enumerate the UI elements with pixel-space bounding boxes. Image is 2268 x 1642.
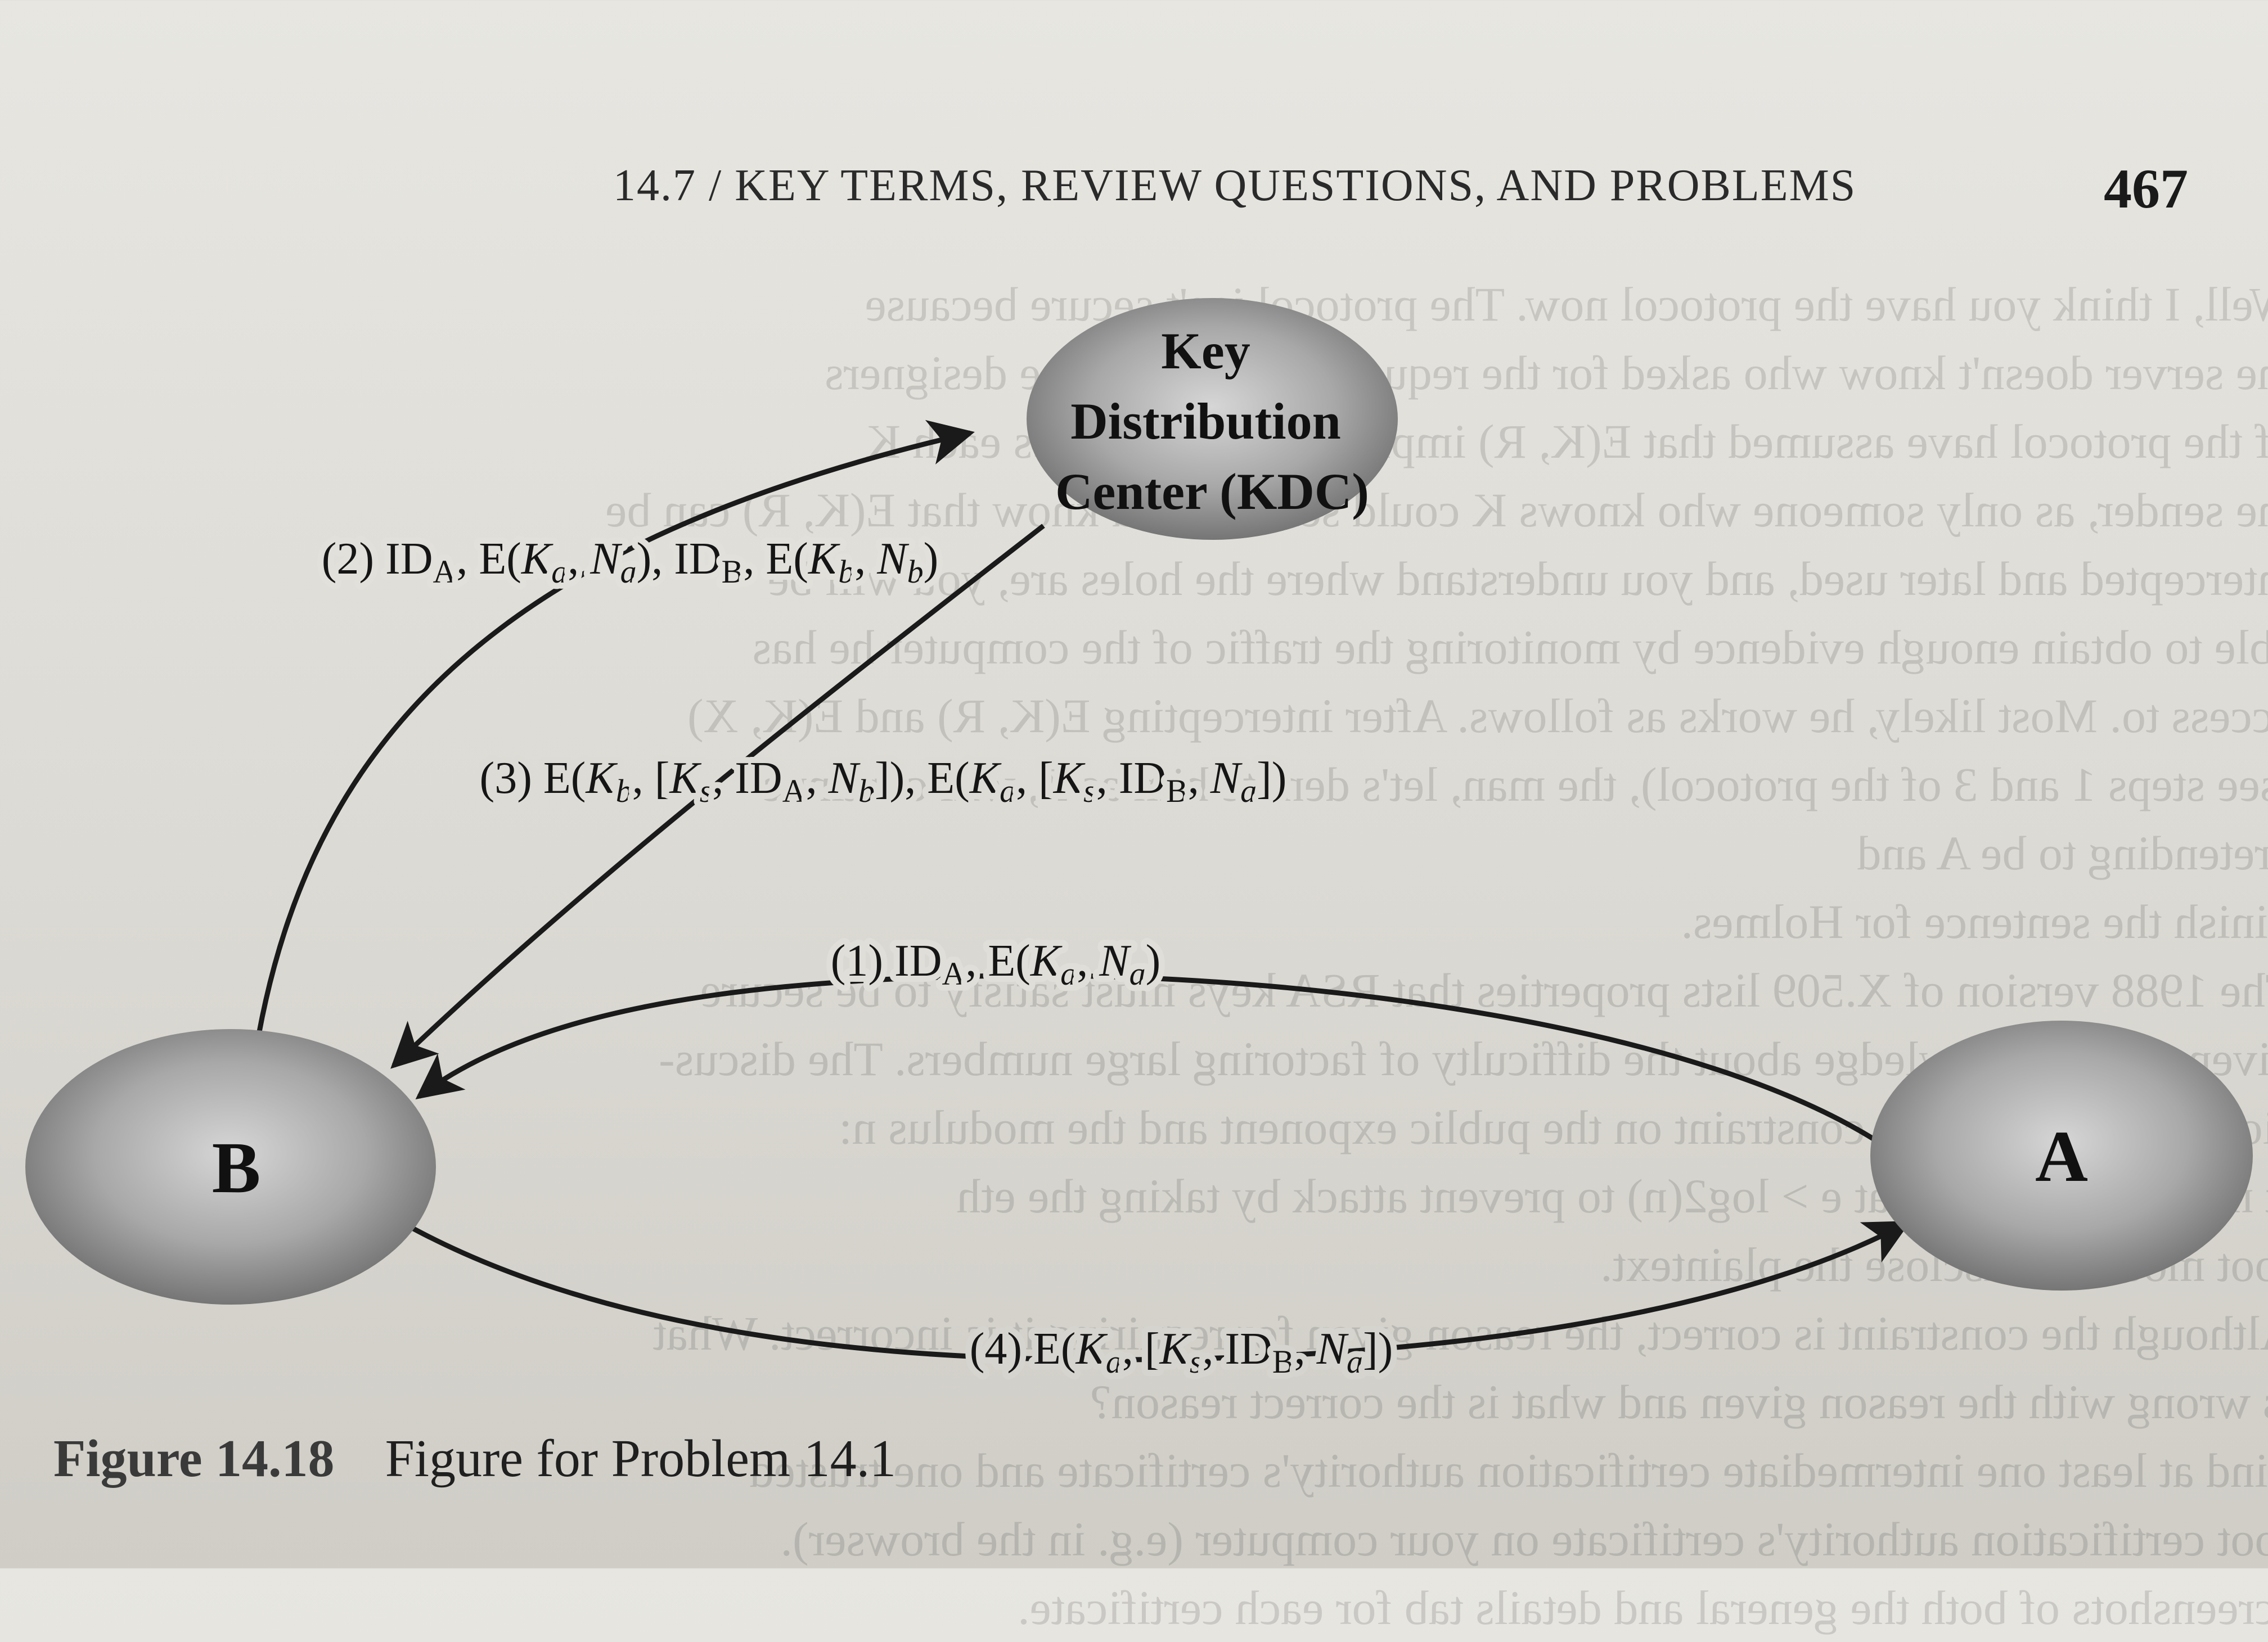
msg-part: ), ID [637,534,722,584]
node-kdc: Key Distribution Center (KDC) [1027,298,1398,540]
msg-part: K [521,534,554,584]
node-a-label: A [2035,1116,2088,1197]
msg-part: (3) E( [480,754,586,803]
msg1-label: (1) IDA, E(Ka, Na) [831,936,1160,992]
msg-part: B [1272,1343,1294,1380]
msg-part: ) [1146,936,1161,986]
msg-part: ]), E( [875,754,970,803]
msg-part: B [722,553,744,590]
msg-part: N [828,754,861,803]
figure-caption: Figure 14.18 Figure for Problem 14.1 [53,1428,896,1489]
msg2-label: (2) IDA, E(Ka, Na), IDB, E(Kb, Nb) [322,534,938,590]
msg-part: , [ [1016,754,1054,803]
msg-part: , [1294,1324,1317,1374]
figure-caption-text: Figure for Problem 14.1 [385,1429,897,1488]
arrow-msg4 [412,1221,1911,1363]
msg-part: a [1060,955,1077,992]
msg-part: , ID [712,754,782,803]
kdc-label-line: Distribution [1070,393,1341,450]
msg-part: a [1347,1343,1363,1380]
msg-part: A [433,553,456,590]
msg-part: K [1076,1324,1108,1374]
msg-part: , [1077,936,1099,986]
msg-part: K [1053,754,1086,803]
msg-part: a [1000,773,1016,809]
msg-part: , ID [1096,754,1166,803]
msg-part: a [551,553,568,590]
node-a: A [1870,1021,2253,1291]
msg4-label: (4) E(Ka, [Ks, IDB, Na]) [970,1324,1393,1380]
msg-part: a [620,553,637,590]
msg-part: (4) E( [970,1324,1076,1374]
msg-part: K [1030,936,1063,986]
msg-part: a [1130,955,1146,992]
msg-part: a [1240,773,1257,809]
msg-part: , [ [632,754,670,803]
msg-part: s [1083,773,1096,809]
msg-part: K [1159,1324,1192,1374]
arrow-msg3 [390,524,1045,1069]
msg-part: K [585,754,618,803]
page-number: 467 [2104,157,2188,220]
node-b-label: B [212,1127,261,1208]
msg-part: ) [924,534,939,584]
msg-part: , [ [1122,1324,1160,1374]
msg-part: (2) ID [322,534,433,584]
msg-part: , E( [743,534,808,584]
msg-part: a [1106,1343,1122,1380]
svg-text:Key Distribution: Key Distribution Center (KDC) [1055,322,1369,520]
msg-part: A [942,955,965,992]
arrow-msg1 [415,973,1900,1158]
msg-part: N [1099,936,1132,986]
kdc-label-line: Key [1161,322,1250,380]
msg-part: b [616,773,632,809]
msg-part: , E( [965,936,1030,986]
msg-part: N [1316,1324,1349,1374]
msg-part: K [808,534,840,584]
msg-part: b [907,553,924,590]
msg-part: K [669,754,701,803]
running-header-title: 14.7 / KEY TERMS, REVIEW QUESTIONS, AND … [613,161,1857,210]
msg-part: ]) [1363,1324,1393,1374]
msg3-label: (3) E(Kb, [Ks, IDA, Nb]), E(Ka, [Ks, IDB… [480,754,1287,809]
msg-part: b [858,773,875,809]
msg-part: K [969,754,1002,803]
kdc-label-line: Center (KDC) [1055,463,1369,520]
msg-part: b [838,553,854,590]
kdc-protocol-diagram: Key Distribution Center (KDC) B A (1) ID… [25,298,2253,1386]
msg-part: , E( [456,534,521,584]
msg-part: , [1188,754,1210,803]
textbook-page: Well, I think you have the protocol now.… [25,157,2268,1635]
msg-part: , ID [1202,1324,1272,1374]
arrow-msg2 [256,419,975,1035]
msg-part: , [806,754,829,803]
msg-part: (1) ID [831,936,942,986]
msg-part: s [1190,1343,1203,1380]
msg-part: N [876,534,910,584]
figure-number: Figure 14.18 [53,1429,335,1488]
node-b: B [25,1029,436,1305]
msg-part: B [1166,773,1188,809]
msg-part: , [854,534,877,584]
msg-part: N [590,534,623,584]
msg-part: , [568,534,590,584]
msg-part: A [782,773,806,809]
msg-part: ]) [1257,754,1286,803]
msg-part: N [1210,754,1243,803]
msg-part: s [700,773,713,809]
